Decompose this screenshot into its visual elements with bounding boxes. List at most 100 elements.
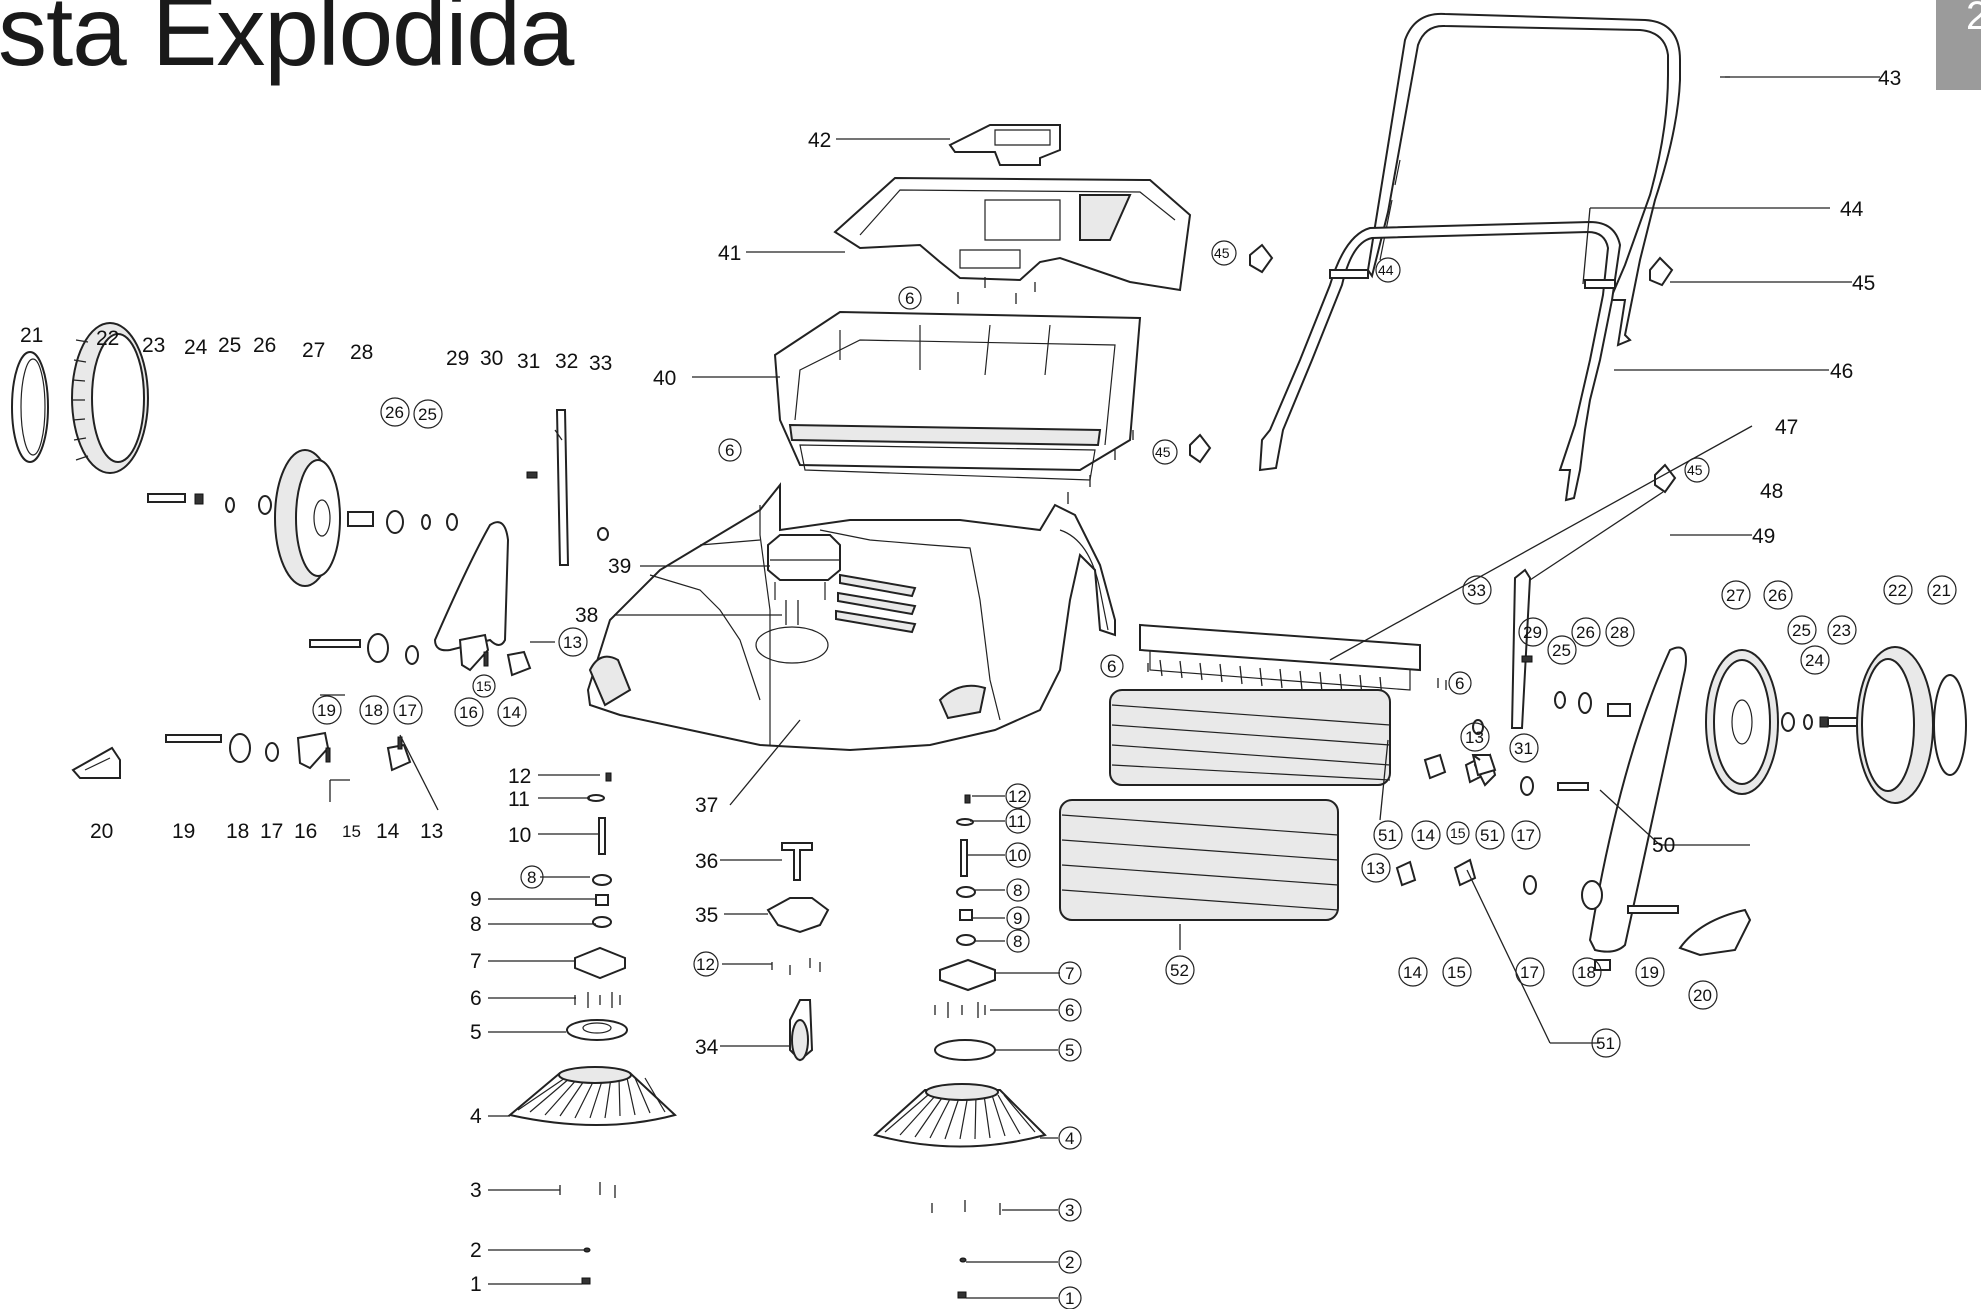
top-cover	[833, 176, 1192, 292]
circled-23: 23	[1827, 615, 1857, 645]
label-23: 23	[142, 334, 165, 357]
svg-text:8: 8	[1013, 932, 1022, 951]
label-40: 40	[653, 367, 676, 390]
circled-17: 17	[393, 695, 423, 725]
svg-text:6: 6	[1455, 674, 1464, 693]
svg-text:19: 19	[1640, 963, 1659, 982]
label-22: 22	[96, 327, 119, 350]
circled-28b: 28	[1605, 617, 1635, 647]
circled-17c: 17	[1515, 957, 1545, 987]
svg-text:11: 11	[1008, 812, 1026, 831]
label-9a: 9	[470, 888, 482, 911]
label-45: 45	[1852, 272, 1875, 295]
cover-handle	[948, 124, 1061, 166]
circled-18c: 18	[1572, 957, 1602, 987]
pins	[785, 600, 799, 625]
label-32: 32	[555, 350, 578, 373]
circled-6a: 6	[898, 286, 922, 310]
circled-31: 31	[1509, 733, 1539, 763]
svg-text:14: 14	[1403, 963, 1422, 982]
label-49: 49	[1752, 525, 1775, 548]
circled-25c: 25	[1787, 615, 1817, 645]
circled-26: 26	[380, 397, 410, 427]
label-11a: 11	[508, 788, 530, 811]
circled-14: 14	[497, 697, 527, 727]
circled-52: 52	[1165, 955, 1195, 985]
svg-text:25: 25	[1792, 621, 1811, 640]
svg-text:16: 16	[459, 703, 478, 722]
label-13a: 13	[420, 820, 443, 843]
label-39: 39	[608, 555, 631, 578]
label-5a: 5	[470, 1021, 482, 1044]
svg-text:7: 7	[1065, 964, 1074, 983]
svg-text:22: 22	[1888, 581, 1907, 600]
circled-5b: 5	[1058, 1038, 1082, 1062]
circled-16: 16	[454, 697, 484, 727]
circled-14b: 14	[1411, 820, 1441, 850]
caster-assembly	[766, 842, 830, 1062]
circled-10b: 10	[1005, 842, 1031, 868]
svg-text:13: 13	[1366, 859, 1385, 878]
right-wheel-assembly	[1395, 568, 1967, 971]
svg-text:45: 45	[1687, 462, 1703, 478]
circled-21: 21	[1927, 575, 1957, 605]
page-tab: 2	[1936, 0, 1981, 90]
svg-text:26: 26	[1768, 586, 1787, 605]
label-47: 47	[1775, 416, 1798, 439]
circled-51a: 51	[1373, 820, 1403, 850]
circled-51b: 51	[1475, 820, 1505, 850]
circled-4b: 4	[1058, 1126, 1082, 1150]
label-38: 38	[575, 604, 598, 627]
svg-text:17: 17	[1520, 963, 1539, 982]
handle-upper	[1366, 12, 1681, 347]
svg-text:25: 25	[418, 405, 437, 424]
svg-text:6: 6	[1107, 657, 1116, 676]
circled-24: 24	[1800, 645, 1830, 675]
circled-45b: 45	[1152, 439, 1178, 465]
svg-text:44: 44	[1378, 262, 1394, 278]
svg-text:17: 17	[1516, 826, 1535, 845]
svg-text:28: 28	[1610, 623, 1629, 642]
svg-text:33: 33	[1467, 581, 1486, 600]
circled-8b: 8	[1006, 878, 1030, 902]
label-2a: 2	[470, 1239, 482, 1262]
handle-lower	[1258, 220, 1622, 502]
svg-text:15: 15	[1447, 963, 1466, 982]
circled-8a: 8	[520, 865, 544, 889]
svg-text:45: 45	[1214, 245, 1230, 261]
circled-51c: 51	[1591, 1028, 1621, 1058]
circled-25b: 25	[1547, 635, 1577, 665]
label-8a: 8	[470, 913, 482, 936]
svg-text:27: 27	[1726, 586, 1745, 605]
circled-6d: 6	[1100, 654, 1124, 678]
label-27: 27	[302, 339, 325, 362]
svg-text:21: 21	[1932, 581, 1951, 600]
svg-text:8: 8	[527, 868, 536, 887]
circled-3b: 3	[1058, 1198, 1082, 1222]
svg-text:6: 6	[1065, 1001, 1074, 1020]
right-side-brush-stack	[872, 794, 1047, 1299]
left-wheel-assembly	[11, 322, 609, 652]
svg-text:26: 26	[385, 403, 404, 422]
svg-text:45: 45	[1155, 444, 1171, 460]
control-knob	[767, 534, 841, 600]
svg-text:13: 13	[563, 633, 582, 652]
svg-text:3: 3	[1065, 1201, 1074, 1220]
svg-text:14: 14	[502, 703, 521, 722]
circled-15: 15	[472, 674, 496, 698]
screws	[957, 277, 1447, 690]
svg-text:51: 51	[1596, 1034, 1615, 1053]
label-42: 42	[808, 129, 831, 152]
label-43: 43	[1878, 67, 1901, 90]
circled-15b: 15	[1446, 821, 1470, 845]
circled-14c: 14	[1398, 957, 1428, 987]
label-19a: 19	[172, 820, 195, 843]
label-17a: 17	[260, 820, 283, 843]
label-3a: 3	[470, 1179, 482, 1202]
sweeper-body	[586, 482, 1116, 752]
label-7a: 7	[470, 950, 482, 973]
circled-12b: 12	[1005, 783, 1031, 809]
label-29: 29	[446, 347, 469, 370]
label-48: 48	[1760, 480, 1783, 503]
